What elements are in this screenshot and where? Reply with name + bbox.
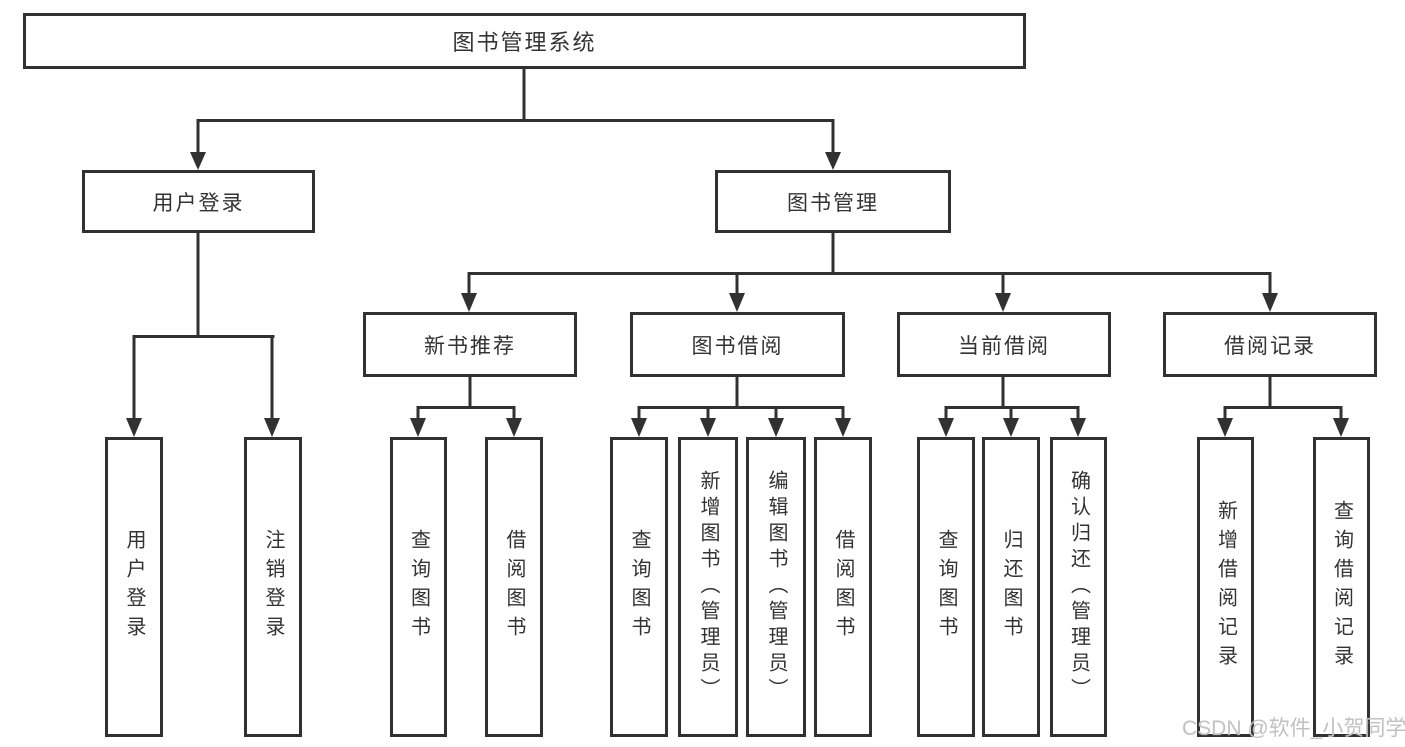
leaf-query-books-1: 查询图书	[390, 437, 447, 737]
arrow-down-icon	[410, 418, 426, 437]
connector-book-mgmt	[467, 233, 1272, 294]
node-book-management: 图书管理	[715, 170, 951, 233]
arrow-down-icon	[1217, 418, 1233, 437]
arrow-down-icon	[631, 418, 647, 437]
connector-borrow-record	[1223, 377, 1343, 419]
arrow-down-icon	[938, 418, 954, 437]
node-current-borrowing-label: 当前借阅	[958, 334, 1050, 358]
leaf-borrow-books-1-label: 借阅图书	[503, 529, 525, 645]
arrow-down-icon	[264, 418, 280, 437]
leaf-add-borrow-record-label: 新增借阅记录	[1214, 500, 1237, 674]
connector-new-book	[416, 377, 516, 419]
leaf-return-books-label: 归还图书	[1000, 529, 1022, 645]
leaf-query-books-2-label: 查询图书	[628, 529, 650, 645]
leaf-add-books-admin-label: 新增图书（管理员）	[697, 470, 719, 704]
arrow-down-icon	[461, 293, 477, 312]
arrow-down-icon	[190, 152, 206, 170]
leaf-add-books-admin: 新增图书（管理员）	[678, 437, 738, 737]
node-book-borrowing-label: 图书借阅	[691, 334, 784, 358]
arrow-down-icon	[825, 152, 841, 170]
leaf-edit-books-admin: 编辑图书（管理员）	[746, 437, 806, 737]
node-user-login: 用户登录	[82, 170, 315, 233]
node-book-management-label: 图书管理	[787, 191, 879, 215]
leaf-edit-books-admin-label: 编辑图书（管理员）	[765, 470, 787, 704]
arrow-down-icon	[768, 418, 784, 437]
leaf-user-login-label: 用户登录	[123, 529, 145, 645]
arrow-down-icon	[1070, 418, 1086, 437]
arrow-down-icon	[700, 418, 716, 437]
arrow-down-icon	[1003, 418, 1019, 437]
leaf-query-books-2: 查询图书	[610, 437, 668, 737]
arrow-down-icon	[835, 418, 851, 437]
leaf-query-books-1-label: 查询图书	[407, 529, 430, 645]
leaf-borrow-books-2-label: 借阅图书	[832, 529, 854, 645]
leaf-logout-label: 注销登录	[262, 529, 284, 645]
leaf-confirm-return-admin-label: 确认归还（管理员）	[1067, 470, 1090, 704]
node-root-label: 图书管理系统	[452, 30, 597, 55]
leaf-user-login: 用户登录	[105, 437, 163, 737]
leaf-query-borrow-record: 查询借阅记录	[1313, 437, 1370, 737]
node-user-login-label: 用户登录	[152, 191, 245, 215]
node-borrowing-records-label: 借阅记录	[1224, 334, 1316, 358]
leaf-confirm-return-admin: 确认归还（管理员）	[1050, 437, 1107, 737]
node-root: 图书管理系统	[23, 13, 1026, 69]
leaf-return-books: 归还图书	[982, 437, 1040, 737]
arrow-down-icon	[506, 418, 522, 437]
arrow-down-icon	[1262, 293, 1278, 312]
connector-book-borrow	[637, 377, 845, 419]
node-new-book-recommend-label: 新书推荐	[424, 334, 516, 358]
connector-current-borrow	[944, 377, 1080, 419]
node-current-borrowing: 当前借阅	[897, 312, 1111, 377]
leaf-query-borrow-record-label: 查询借阅记录	[1330, 500, 1353, 674]
leaf-logout: 注销登录	[244, 437, 302, 737]
leaf-borrow-books-2: 借阅图书	[814, 437, 872, 737]
watermark-text: CSDN @软件_小贺同学	[1182, 717, 1405, 740]
leaf-add-borrow-record: 新增借阅记录	[1197, 437, 1254, 737]
arrow-down-icon	[729, 293, 745, 312]
node-borrowing-records: 借阅记录	[1163, 312, 1377, 377]
node-new-book-recommend: 新书推荐	[363, 312, 577, 377]
connector-user-login	[132, 233, 275, 420]
arrow-down-icon	[1333, 418, 1349, 437]
arrow-down-icon	[995, 293, 1011, 312]
leaf-borrow-books-1: 借阅图书	[485, 437, 543, 737]
node-book-borrowing: 图书借阅	[630, 312, 845, 377]
leaf-query-books-3-label: 查询图书	[935, 529, 957, 645]
leaf-query-books-3: 查询图书	[917, 437, 975, 737]
arrow-down-icon	[126, 418, 142, 437]
connector-root	[196, 69, 835, 153]
